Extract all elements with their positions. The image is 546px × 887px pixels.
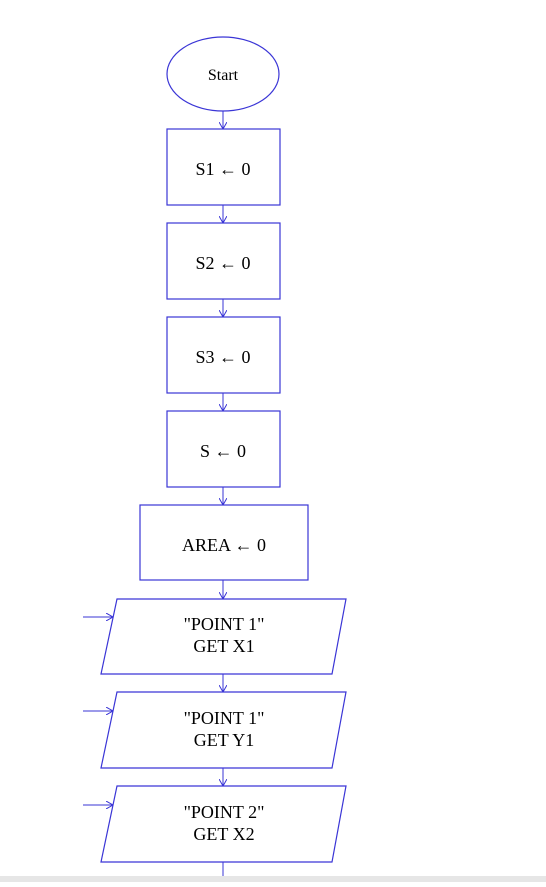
process-box-s bbox=[166, 410, 281, 488]
process-label-area: AREA ← 0 bbox=[182, 535, 266, 555]
input-parallelogram-x2 bbox=[100, 785, 347, 863]
process-label-s3: S3 ← 0 bbox=[195, 347, 250, 367]
process-label-s1: S1 ← 0 bbox=[195, 159, 250, 179]
start-label: Start bbox=[208, 67, 239, 84]
process-label-s2: S2 ← 0 bbox=[195, 253, 250, 273]
process-box-s1 bbox=[166, 128, 281, 206]
input-parallelogram-y1 bbox=[100, 691, 347, 769]
input-label-line1: "POINT 2" bbox=[184, 802, 265, 822]
input-label-line1: "POINT 1" bbox=[184, 614, 265, 634]
input-label-line2: GET X1 bbox=[193, 636, 254, 656]
process-box-area bbox=[139, 504, 309, 581]
input-label-line1: "POINT 1" bbox=[184, 708, 265, 728]
input-label-line2: GET X2 bbox=[193, 824, 254, 844]
process-label-s: S ← 0 bbox=[200, 441, 246, 461]
horizontal-scrollbar[interactable] bbox=[0, 876, 546, 882]
process-box-s3 bbox=[166, 316, 281, 394]
input-parallelogram-x1 bbox=[100, 598, 347, 675]
input-label-line2: GET Y1 bbox=[194, 730, 255, 750]
